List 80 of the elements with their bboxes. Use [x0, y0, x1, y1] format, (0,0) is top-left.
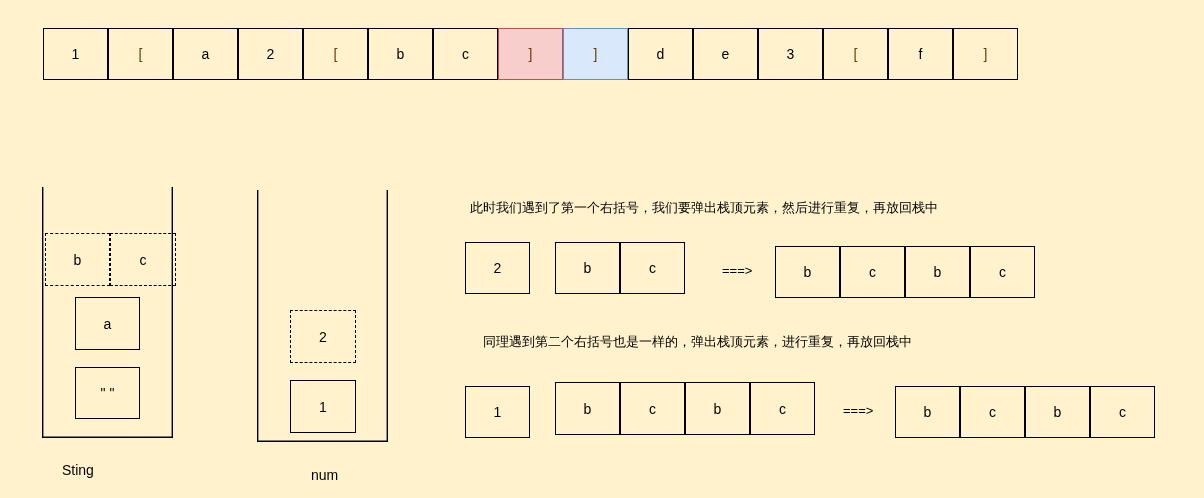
cell-value: c: [649, 400, 656, 417]
cell-value: 1: [493, 404, 502, 420]
cell-value: ]: [983, 46, 988, 62]
cell-value: c: [139, 251, 147, 268]
cell-value: 2: [493, 260, 502, 276]
popped-element-cell: [290, 310, 356, 363]
cell-value: b: [73, 251, 82, 268]
cell-value: 2: [266, 46, 275, 62]
element-cell: [960, 386, 1025, 438]
element-cell: [750, 382, 815, 435]
cell-value: c: [1119, 404, 1126, 420]
element-cell: [75, 367, 140, 419]
cell-value: b: [713, 400, 722, 417]
element-cell: [895, 386, 960, 438]
cell-value: b: [583, 260, 592, 276]
cell-value: [: [138, 46, 143, 62]
element-cell: [620, 382, 685, 435]
cell-value: b: [583, 400, 592, 417]
cell-value: [: [853, 46, 858, 62]
cell-value: c: [869, 264, 876, 280]
cell-value: 1: [71, 46, 80, 62]
element-cell: [238, 28, 303, 80]
element-cell: [823, 28, 888, 80]
cell-value: 2: [319, 328, 327, 345]
element-cell: [970, 246, 1035, 298]
element-cell: [303, 28, 368, 80]
cell-value: a: [103, 315, 112, 332]
cell-value: f: [918, 46, 923, 62]
cell-value: c: [989, 404, 996, 420]
transform-arrow-text: ===>: [843, 403, 874, 418]
element-cell: [888, 28, 953, 80]
element-cell: [620, 242, 685, 294]
element-cell: [840, 246, 905, 298]
stack-label: num: [311, 467, 339, 483]
element-cell: [758, 28, 823, 80]
element-cell: [433, 28, 498, 80]
element-cell: [173, 28, 238, 80]
cell-value: 3: [786, 46, 795, 62]
cell-value: " ": [100, 385, 115, 401]
cell-value: c: [779, 400, 786, 417]
cell-value: b: [803, 264, 812, 280]
note-text: 此时我们遇到了第一个右括号，我们要弹出栈顶元素，然后进行重复，再放回栈中: [470, 199, 938, 217]
cell-value: c: [999, 264, 1006, 280]
popped-element-cell: [110, 233, 176, 286]
cell-value: b: [923, 404, 932, 420]
element-cell: [1090, 386, 1155, 438]
cell-value: [: [333, 46, 338, 62]
popped-element-cell: [45, 233, 110, 286]
element-cell: [43, 28, 108, 80]
element-cell: [108, 28, 173, 80]
cell-value: ]: [528, 46, 533, 62]
cell-value: b: [1053, 404, 1062, 420]
element-cell: [563, 28, 628, 80]
transform-arrow-text: ===>: [722, 263, 753, 278]
element-cell: [953, 28, 1018, 80]
cell-value: b: [933, 264, 942, 280]
cell-value: b: [396, 46, 405, 62]
element-cell: [775, 246, 840, 298]
stack-label: Sting: [62, 462, 94, 478]
element-cell: [368, 28, 433, 80]
element-cell: [555, 382, 620, 435]
note-text: 同理遇到第二个右括号也是一样的，弹出栈顶元素，进行重复，再放回栈中: [483, 333, 912, 351]
element-cell: [290, 380, 356, 433]
cell-value: 1: [319, 398, 327, 415]
cell-value: a: [201, 46, 210, 62]
element-cell: [905, 246, 970, 298]
element-cell: [685, 382, 750, 435]
cell-value: c: [649, 260, 656, 276]
cell-value: d: [656, 46, 665, 62]
element-cell: [693, 28, 758, 80]
element-cell: [465, 386, 530, 438]
element-cell: [75, 297, 140, 350]
element-cell: [628, 28, 693, 80]
element-cell: [555, 242, 620, 294]
cell-value: c: [462, 46, 469, 62]
element-cell: [465, 242, 530, 294]
cell-value: e: [721, 46, 730, 62]
cell-value: ]: [593, 46, 598, 62]
element-cell: [1025, 386, 1090, 438]
element-cell: [498, 28, 563, 80]
